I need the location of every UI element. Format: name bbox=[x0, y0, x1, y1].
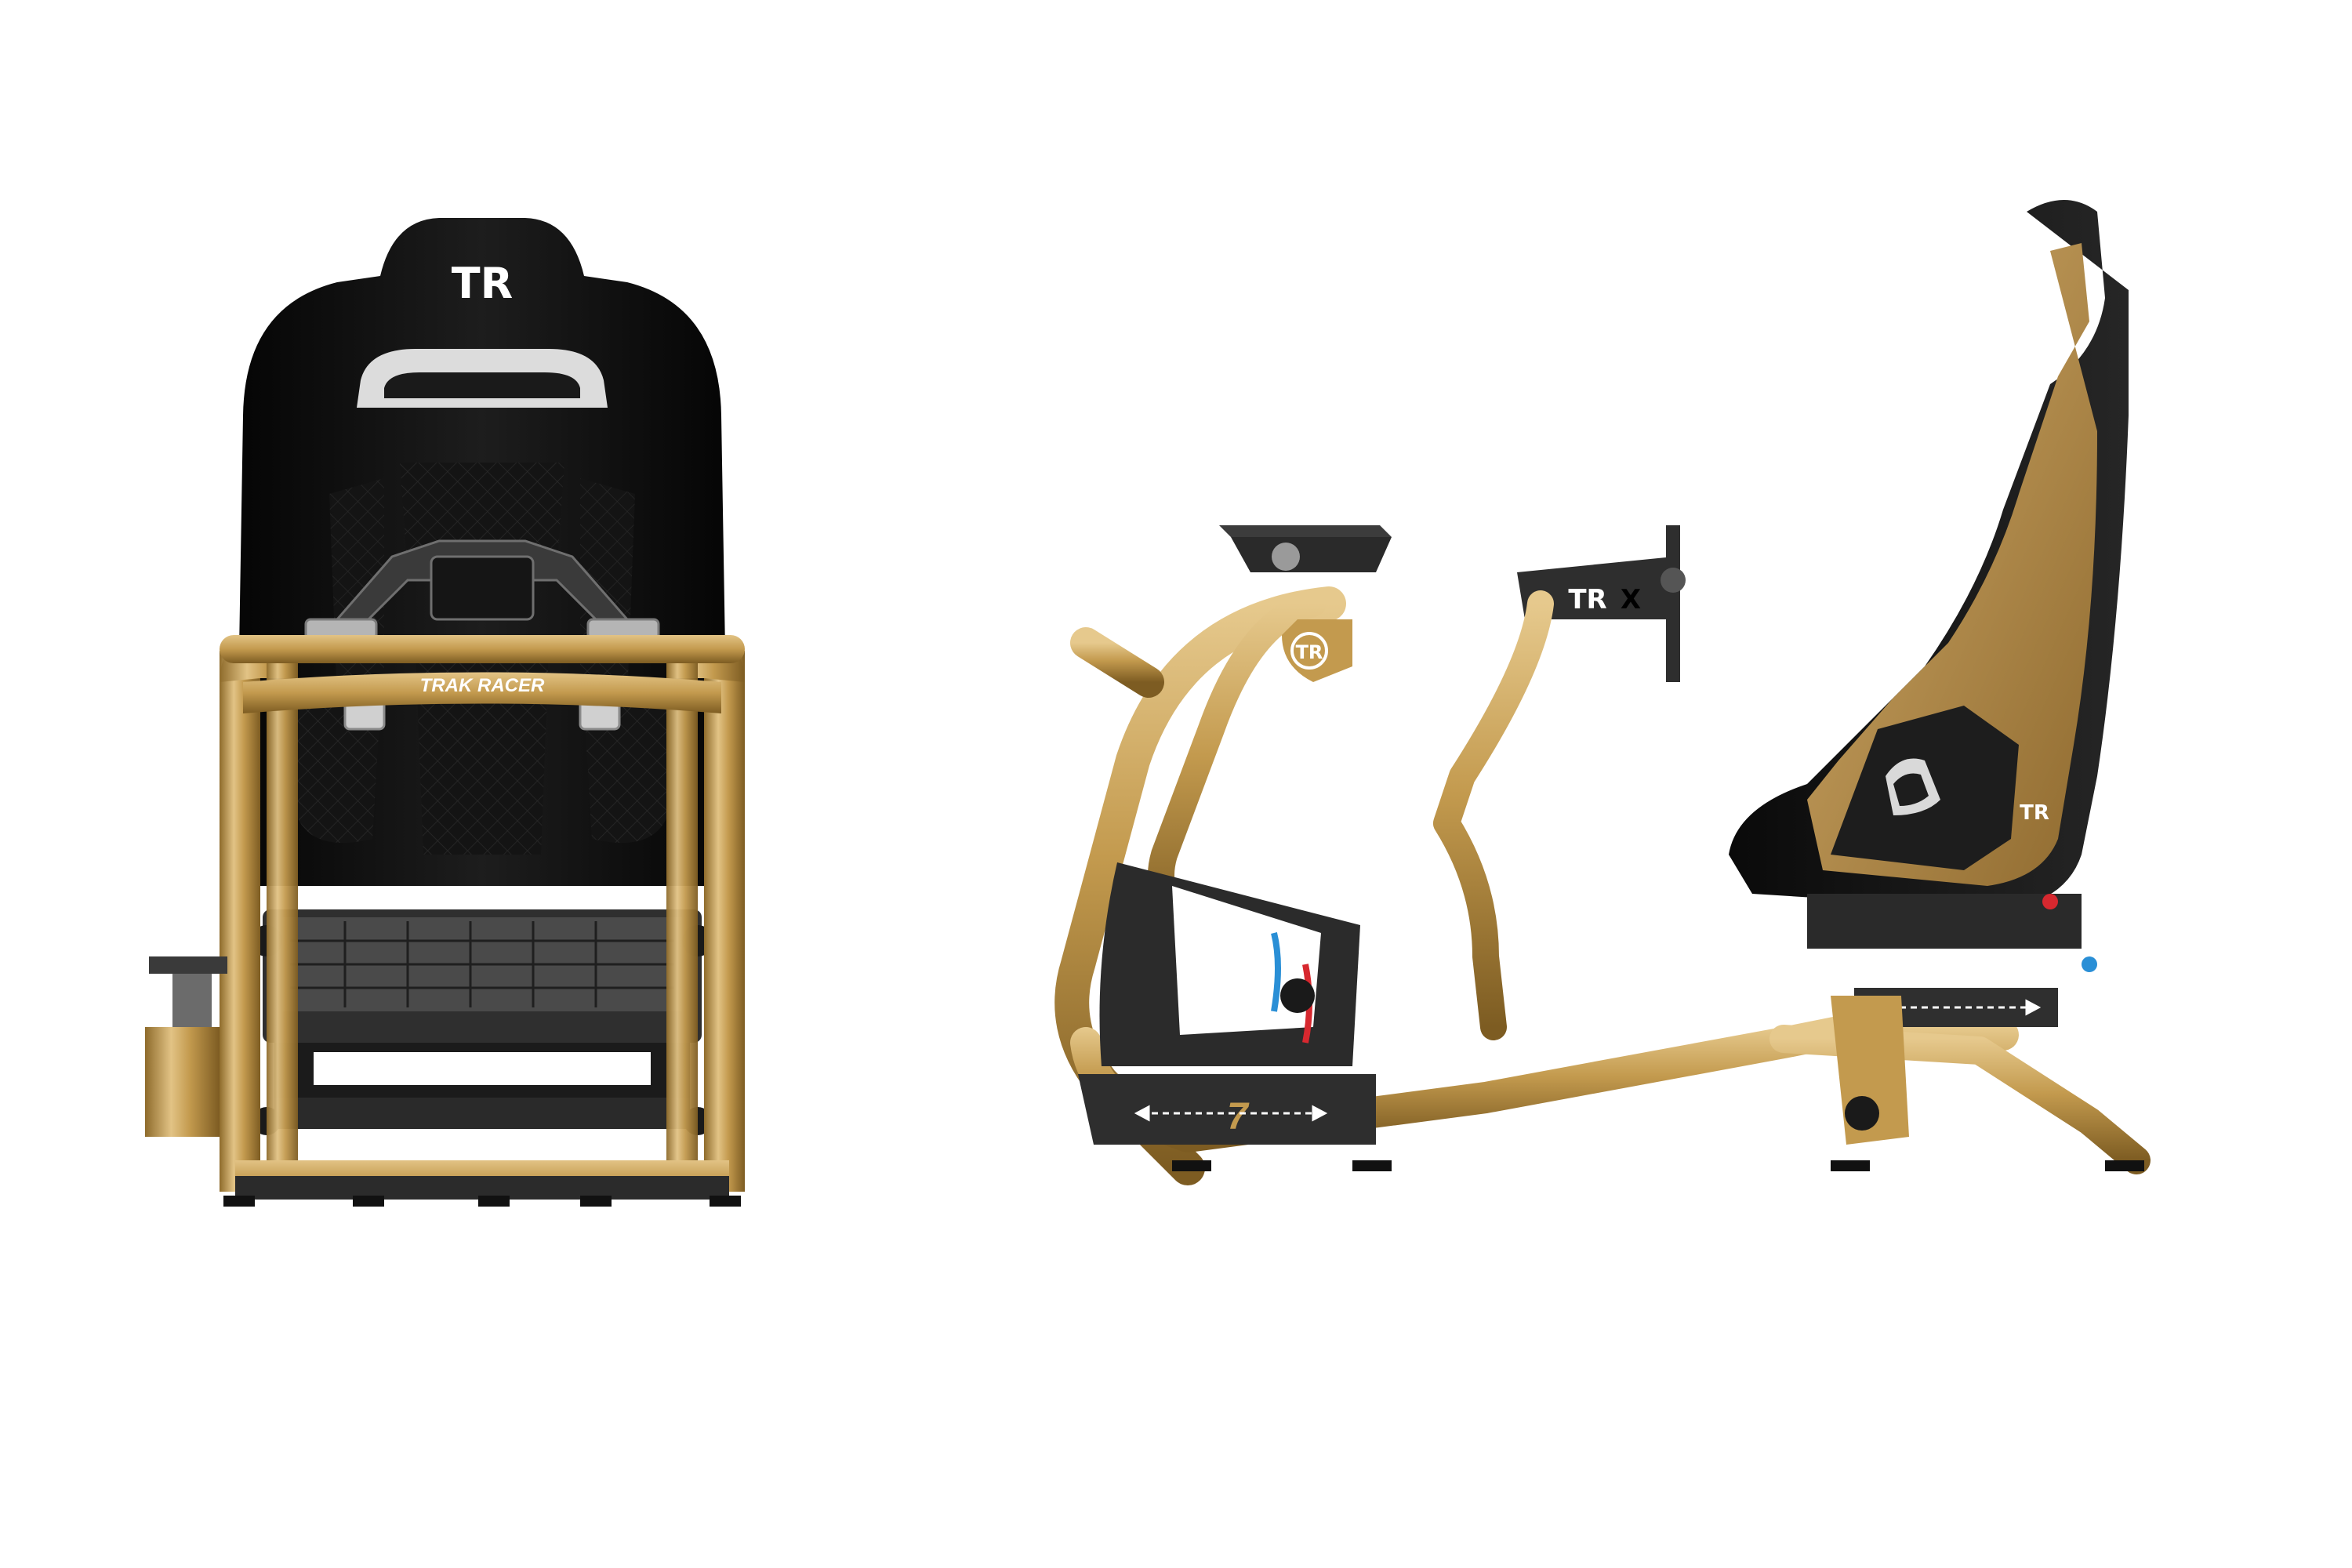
crossbar-brand-label: TRAK RACER bbox=[420, 675, 545, 696]
seat-slider-assembly bbox=[251, 909, 713, 1135]
frame-base bbox=[223, 1160, 741, 1207]
harness-slot-top bbox=[357, 349, 608, 408]
frame-feet bbox=[1172, 1160, 2144, 1171]
tr-logo-icon: TR bbox=[452, 259, 513, 308]
frame-uprights bbox=[220, 639, 745, 1192]
side-brand-label: TRAK RACER bbox=[1305, 728, 1414, 858]
seat-side: TR bbox=[1729, 200, 2129, 909]
model-badge-x: X bbox=[1621, 584, 1641, 615]
cockpit-front-view: TR bbox=[145, 212, 776, 1207]
double-arrow-icon bbox=[1134, 1105, 1328, 1122]
shifter-mount bbox=[145, 956, 227, 1137]
adjust-number: 7 bbox=[1227, 1096, 1250, 1138]
cockpit-front-illustration: TR bbox=[145, 218, 745, 1207]
tr-badge-icon: TR bbox=[1282, 619, 1352, 682]
model-badge: TR X bbox=[1568, 584, 1641, 615]
rear-bracket bbox=[1831, 996, 1909, 1145]
seat-logo-front: TR bbox=[452, 259, 513, 308]
side-badge-text: TR bbox=[1296, 641, 1323, 663]
seat-logo-side: TR bbox=[2020, 801, 2049, 825]
cockpit-side-view: TR TR X TRAK RACER 7 bbox=[984, 180, 2176, 1192]
cockpit-side-illustration: TR TR X TRAK RACER 7 bbox=[1054, 200, 2151, 1185]
model-badge-tr: TR bbox=[1568, 584, 1606, 615]
seat-slider-side bbox=[1807, 894, 2097, 1027]
adjustment-slots bbox=[1271, 932, 1315, 1044]
frame-crossbar: TRAK RACER bbox=[220, 635, 745, 713]
pedal-plate: 7 bbox=[1078, 862, 1376, 1145]
